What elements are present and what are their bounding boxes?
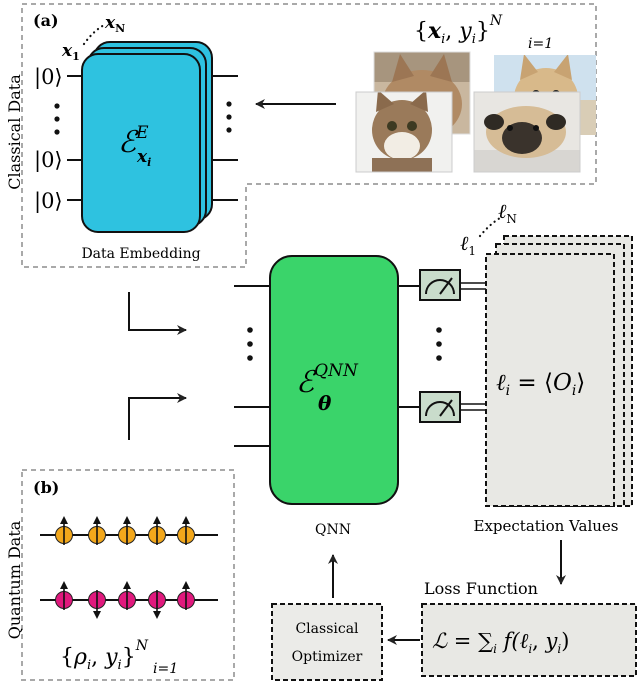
expectation-stack [485,235,633,507]
qnn-wires-out [398,285,420,408]
qnn-out-ellipsis [436,327,442,361]
optimizer-box [271,603,383,681]
row1-spin-5 [177,516,195,545]
embedding-out-ellipsis [226,101,232,133]
qnn-wires-in [234,285,270,447]
embedding-operator-sub: xi [136,147,151,169]
xN-label: xN [104,13,125,35]
row1-spin-3 [118,516,136,545]
embedding-wires-out [212,75,238,201]
row2-spin-5 [177,581,195,610]
expectation-formula: ℓi = ⟨Oi⟩ [496,370,585,399]
quantum-data-label: Quantum Data [5,520,24,639]
panel-a-label: (a) [33,11,59,30]
data-embedding-caption: Data Embedding [81,246,200,262]
qnn-in-ellipsis [247,327,253,361]
row1-spin-1 [55,516,73,545]
embedding-operator: ℰE [118,123,149,160]
classical-data-label: Classical Data [5,74,24,190]
loss-formula: ℒ = ∑i f(ℓi, yi) [432,629,569,656]
qnn-block [269,255,399,505]
panel-b-label: (b) [33,478,59,497]
embedding-wires-in [67,75,82,201]
ket-zero-2: |0⟩ [34,148,63,173]
loss-box [421,603,637,677]
cat-photo-2 [355,91,453,173]
dataset-label-sub: i=1 [528,36,553,52]
row1-spin-4 [148,516,166,545]
qnn-caption: QNN [315,522,351,538]
row2-spin-1 [55,581,73,610]
row2-spin-2 [88,590,106,619]
dataset-label: {xi, yi}N [414,13,503,47]
loss-title: Loss Function [424,579,538,598]
x1-label: x1 [61,41,80,63]
expectation-caption: Expectation Values [474,517,619,535]
classical-wires [460,282,486,411]
row1-spin-2 [88,516,106,545]
meter-icon-2 [419,391,461,423]
ket-zero-1: |0⟩ [34,65,63,90]
ket-ellipsis [54,103,60,135]
quantum-dataset-label: {ρi, yi}N [60,638,149,673]
lN-label: ℓN [498,199,517,226]
embedding-stack [81,41,213,233]
panel-b-outline [21,469,235,681]
classical-to-qnn-arrow [128,292,187,335]
qnn-operator: ℰQNN [296,361,359,400]
spin-chain-1 [40,516,218,545]
l-dots-connector [478,216,502,238]
row2-spin-3 [118,581,136,610]
qnn-operator-sub: θ [318,391,332,415]
pug-photo [473,91,581,173]
row2-spin-4 [148,590,166,619]
quantum-dataset-label-sub: i=1 [153,661,178,677]
ket-zero-3: |0⟩ [34,189,63,214]
spin-chain-2 [40,581,218,619]
quantum-to-qnn-arrow [128,393,187,440]
l1-label: ℓ1 [460,231,476,258]
optimizer-line1: Classical [295,621,359,637]
optimizer-line2: Optimizer [292,649,363,665]
x-dots-connector [82,22,108,46]
meter-icon-1 [419,269,461,301]
ket-inputs: |0⟩ |0⟩ |0⟩ [34,65,63,214]
